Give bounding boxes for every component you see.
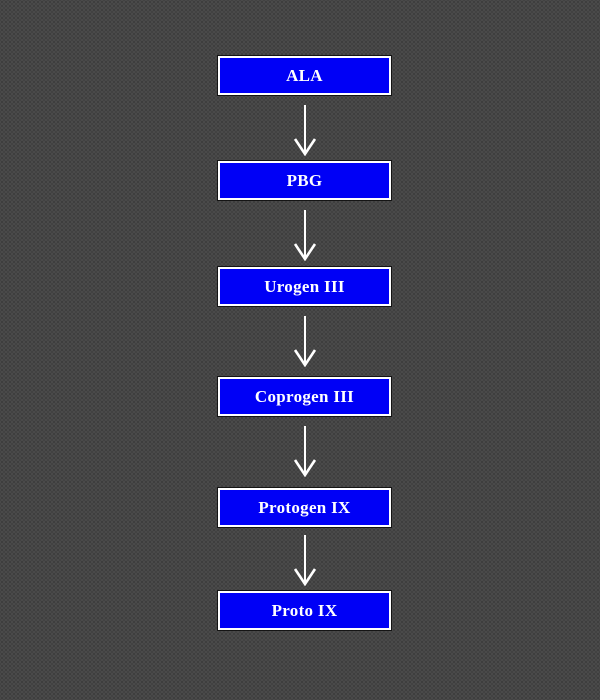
flow-node-pbg: PBG <box>217 160 392 201</box>
flow-node-label: Proto IX <box>271 600 338 620</box>
flow-node-ala: ALA <box>217 55 392 96</box>
flow-node-label: PBG <box>286 170 323 190</box>
flow-node-proto-ix: Proto IX <box>217 590 392 631</box>
down-arrow-icon <box>293 535 317 586</box>
flow-node-label: ALA <box>286 65 323 85</box>
flow-node-label: Coprogen III <box>254 386 355 406</box>
flow-node-label: Protogen IX <box>258 497 351 517</box>
flow-node-protogen-ix: Protogen IX <box>217 487 392 528</box>
flow-node-coprogen-iii: Coprogen III <box>217 376 392 417</box>
down-arrow-icon <box>293 426 317 477</box>
down-arrow-icon <box>293 316 317 367</box>
flow-node-urogen-iii: Urogen III <box>217 266 392 307</box>
down-arrow-icon <box>293 105 317 156</box>
flow-node-label: Urogen III <box>264 276 345 296</box>
down-arrow-icon <box>293 210 317 261</box>
